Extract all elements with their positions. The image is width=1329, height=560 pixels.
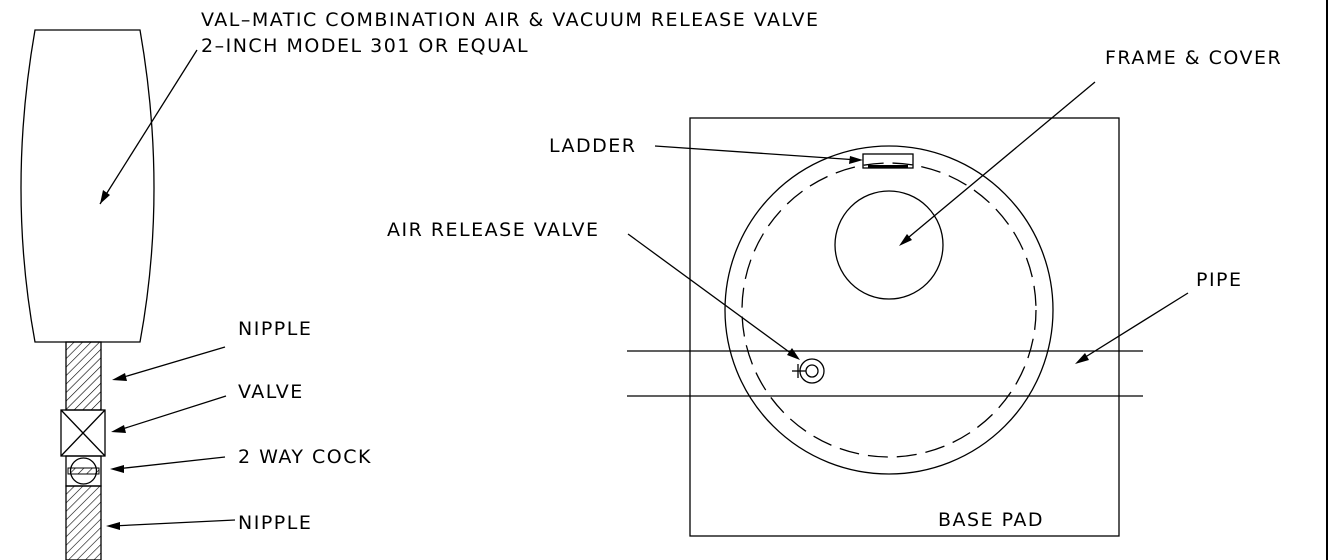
valve-title-line1: VAL–MATIC COMBINATION AIR & VACUUM RELEA…	[201, 9, 820, 31]
frame-cover-opening	[834, 190, 944, 300]
leader-valve	[111, 395, 227, 433]
base-pad-label: BASE PAD	[938, 509, 1044, 531]
nipple-upper-label: NIPPLE	[238, 318, 312, 340]
leader-nipple-upper	[112, 346, 226, 381]
manhole-outer-circle	[724, 145, 1054, 475]
upper-nipple	[65, 341, 102, 411]
manhole-dashed-circle	[741, 162, 1037, 458]
base-pad	[689, 117, 1120, 537]
frame-cover-label: FRAME & COVER	[1105, 47, 1282, 69]
ladder-label: LADDER	[549, 135, 637, 157]
air-release-valve-label: AIR RELEASE VALVE	[387, 219, 600, 241]
two-way-cock-label: 2 WAY COCK	[238, 446, 372, 468]
lower-nipple	[65, 485, 102, 560]
leader-pipe	[1075, 292, 1189, 364]
leader-two-way-cock	[110, 456, 226, 473]
nipple-lower-label: NIPPLE	[238, 512, 312, 534]
air-vacuum-valve-body	[20, 29, 155, 343]
leader-valve-title	[99, 49, 198, 205]
air-release-valve-symbol	[792, 358, 825, 384]
pipe-label: PIPE	[1196, 269, 1243, 291]
valve-title-line2: 2–INCH MODEL 301 OR EQUAL	[201, 35, 529, 57]
leader-air-release-valve	[627, 233, 800, 360]
leader-frame-cover	[899, 81, 1096, 246]
valve-label: VALVE	[238, 381, 304, 403]
leader-ladder	[654, 145, 863, 164]
leader-nipple-lower	[106, 519, 236, 530]
